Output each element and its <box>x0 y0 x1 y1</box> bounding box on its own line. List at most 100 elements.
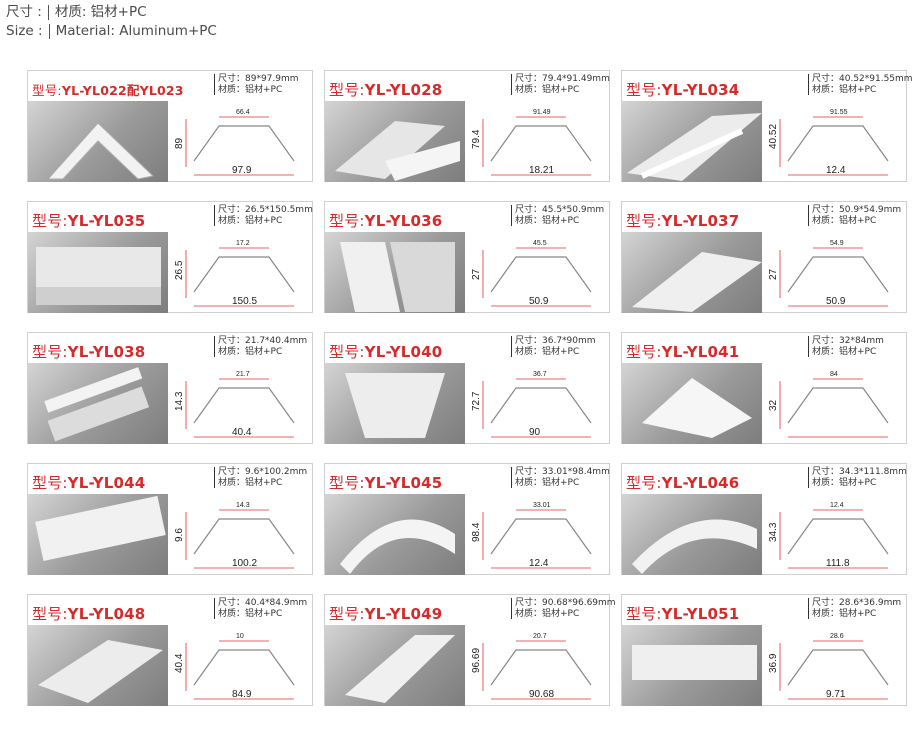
dimension-drawing: 72.7 36.7 90 <box>471 363 609 444</box>
dimension-label: 96.69 <box>471 648 482 673</box>
dimension-label: 150.5 <box>232 296 257 307</box>
model-number: 型号:YL-YL048 <box>32 603 145 624</box>
dimension-label: 20.7 <box>533 633 547 640</box>
spec-size: 尺寸：32*84mm <box>812 336 884 346</box>
material-en: Material: Aluminum+PC <box>55 23 217 39</box>
dimension-label: 90 <box>529 427 541 438</box>
model-prefix: 型号: <box>32 83 62 98</box>
spec-material: 材质：铝材+PC <box>218 215 283 226</box>
model-code: YL-YL022配YL023 <box>61 83 184 98</box>
model-number: 型号:YL-YL036 <box>329 210 442 231</box>
spec-size: 尺寸：34.3*111.8mm <box>812 467 907 477</box>
product-photo <box>325 363 465 444</box>
product-photo <box>325 101 465 182</box>
product-photo <box>622 363 762 444</box>
model-code: YL-YL037 <box>661 212 740 230</box>
dimension-label: 72.7 <box>471 391 482 411</box>
dimension-label: 36.7 <box>533 371 547 378</box>
model-code: YL-YL028 <box>364 81 443 99</box>
dimension-label: 12.4 <box>826 165 846 176</box>
dimension-label: 17.2 <box>236 240 250 247</box>
dimension-label: 40.4 <box>232 427 252 438</box>
dimension-label: 91.49 <box>533 109 551 116</box>
model-number: 型号:YL-YL034 <box>626 79 739 100</box>
spec-material: 材质：铝材+PC <box>812 84 877 95</box>
dimension-label: 98.4 <box>471 522 482 542</box>
dimension-label: 45.5 <box>533 240 547 247</box>
model-number: 型号:YL-YL040 <box>329 341 442 362</box>
model-number: 型号:YL-YL051 <box>626 603 739 624</box>
header-divider <box>47 5 49 20</box>
model-code: YL-YL041 <box>661 343 740 361</box>
product-photo <box>622 101 762 182</box>
model-number: 型号:YL-YL041 <box>626 341 739 362</box>
model-prefix: 型号: <box>32 212 68 230</box>
dimension-label: 54.9 <box>830 240 844 247</box>
model-code: YL-YL040 <box>364 343 443 361</box>
model-code: YL-YL045 <box>364 474 443 492</box>
model-number: 型号:YL-YL028 <box>329 79 442 100</box>
model-code: YL-YL035 <box>67 212 146 230</box>
dimension-label: 84 <box>830 371 838 378</box>
dimension-label: 50.9 <box>826 296 846 307</box>
model-code: YL-YL034 <box>661 81 740 99</box>
model-prefix: 型号: <box>32 343 68 361</box>
dimension-label: 50.9 <box>529 296 549 307</box>
spec-material: 材质：铝材+PC <box>218 477 283 488</box>
spec-size: 尺寸：36.7*90mm <box>515 336 596 346</box>
model-code: YL-YL044 <box>67 474 146 492</box>
dimension-label: 12.4 <box>529 558 549 569</box>
dimension-drawing: 96.69 20.7 90.68 <box>471 625 609 706</box>
dimension-label: 79.4 <box>471 129 482 149</box>
spec-size: 尺寸：28.6*36.9mm <box>812 598 902 608</box>
product-photo <box>28 625 168 706</box>
model-prefix: 型号: <box>329 212 365 230</box>
dimension-label: 28.6 <box>830 633 844 640</box>
model-number: 型号:YL-YL035 <box>32 210 145 231</box>
spec-size: 尺寸：79.4*91.49mm <box>515 74 610 84</box>
spec-material: 材质：铝材+PC <box>218 346 283 357</box>
model-prefix: 型号: <box>32 605 68 623</box>
product-photo <box>622 625 762 706</box>
spec-material: 材质：铝材+PC <box>812 215 877 226</box>
product-photo <box>325 232 465 313</box>
spec-size: 尺寸：21.7*40.4mm <box>218 336 308 346</box>
size-key-en: Size : <box>6 23 43 39</box>
dimension-label: 89 <box>174 137 185 149</box>
product-photo <box>325 625 465 706</box>
model-prefix: 型号: <box>329 343 365 361</box>
dimension-label: 97.9 <box>232 165 252 176</box>
dimension-label: 90.68 <box>529 689 554 700</box>
spec-size: 尺寸：50.9*54.9mm <box>812 205 902 215</box>
dimension-label: 111.8 <box>826 558 850 569</box>
dimension-label: 14.3 <box>174 391 185 411</box>
